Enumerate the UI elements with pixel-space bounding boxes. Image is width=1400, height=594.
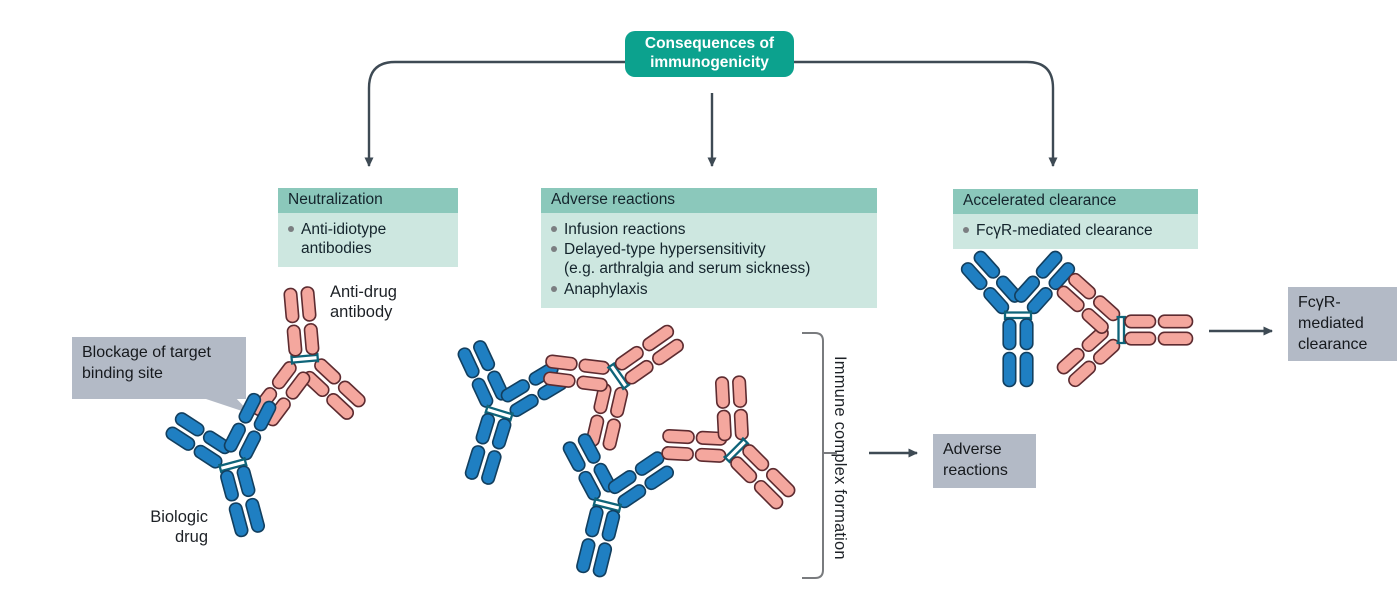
branch-accelerated-clearance: Accelerated clearance FcγR-mediated clea… [953, 189, 1198, 250]
biologic-drug-antibody-icon [958, 247, 1078, 388]
bullet-anaphylaxis: Anaphylaxis [551, 280, 867, 299]
label-anti-drug-antibody: Anti-drug antibody [330, 283, 397, 322]
bullet-dot-icon [288, 226, 294, 232]
outcome-box-fcgr-mediated-clearance: FcγR-mediated clearance [1288, 287, 1397, 362]
biologic-drug-antibody-icon [531, 425, 682, 590]
branch-neutralization-header: Neutralization [278, 188, 458, 213]
bullet-anti-idiotype-antibodies: Anti-idiotype antibodies [288, 220, 448, 258]
bullet-fcgr-mediated-clearance: FcγR-mediated clearance [963, 221, 1188, 240]
bullet-delayed-type-hypersensitivity: Delayed-type hypersensitivity (e.g. arth… [551, 240, 867, 278]
biologic-drug-antibody-icon [420, 331, 576, 500]
label-biologic-drug: Biologic drug [150, 508, 208, 547]
connector-to-accelerated-clearance [794, 60, 1058, 167]
bullet-infusion-reactions: Infusion reactions [551, 220, 867, 239]
branch-adverse-reactions-header: Adverse reactions [541, 188, 877, 213]
anti-drug-antibody-icon [529, 285, 712, 464]
branch-accelerated-clearance-body: FcγR-mediated clearance [953, 214, 1198, 250]
bullet-dot-icon [551, 246, 557, 253]
bullet-dot-icon [551, 226, 557, 232]
outcome-box-adverse-reactions: Adverse reactions [933, 434, 1036, 488]
title-text: Consequences of immunogenicity [644, 35, 775, 71]
callout-blockage-of-target-binding-site: Blockage of target binding site [72, 337, 246, 399]
bullet-dot-icon [963, 227, 969, 233]
branch-neutralization: Neutralization Anti-idiotype antibodies [278, 188, 458, 268]
title-consequences-of-immunogenicity: Consequences of immunogenicity [625, 31, 794, 77]
branch-adverse-reactions: Adverse reactions Infusion reactions Del… [541, 188, 877, 308]
anti-drug-antibody-icon [1053, 270, 1194, 390]
anti-drug-antibody-icon [646, 360, 830, 544]
bullet-dot-icon [551, 285, 557, 292]
branch-neutralization-body: Anti-idiotype antibodies [278, 213, 458, 268]
label-immune-complex-formation: Immune complex formation [831, 355, 849, 560]
branch-adverse-reactions-body: Infusion reactions Delayed-type hypersen… [541, 213, 877, 308]
connector-to-neutralization [364, 60, 626, 167]
branch-accelerated-clearance-header: Accelerated clearance [953, 189, 1198, 214]
